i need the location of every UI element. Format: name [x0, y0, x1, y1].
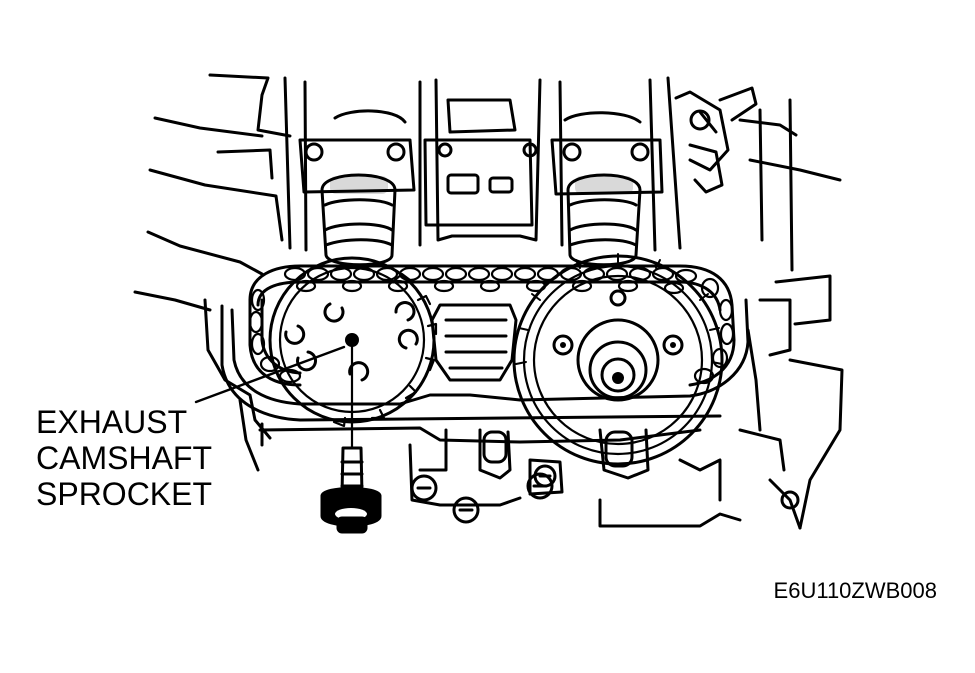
callout-leader-line	[194, 345, 346, 404]
callout-line-3: SPROCKET	[36, 476, 213, 512]
intake-camshaft-sprocket	[512, 253, 724, 466]
chain-guide	[430, 303, 518, 382]
camshaft-lobes	[320, 173, 642, 267]
sprocket-bolt	[320, 343, 382, 534]
callout-line-2: CAMSHAFT	[36, 440, 212, 476]
lower-housing	[408, 428, 800, 528]
camshaft-bearing-caps	[298, 109, 664, 196]
figure-code: E6U110ZWB008	[773, 578, 937, 603]
engine-block-outline	[133, 73, 844, 530]
callout-label: EXHAUST CAMSHAFT SPROCKET	[36, 404, 212, 512]
callout-line-1: EXHAUST	[36, 404, 188, 440]
